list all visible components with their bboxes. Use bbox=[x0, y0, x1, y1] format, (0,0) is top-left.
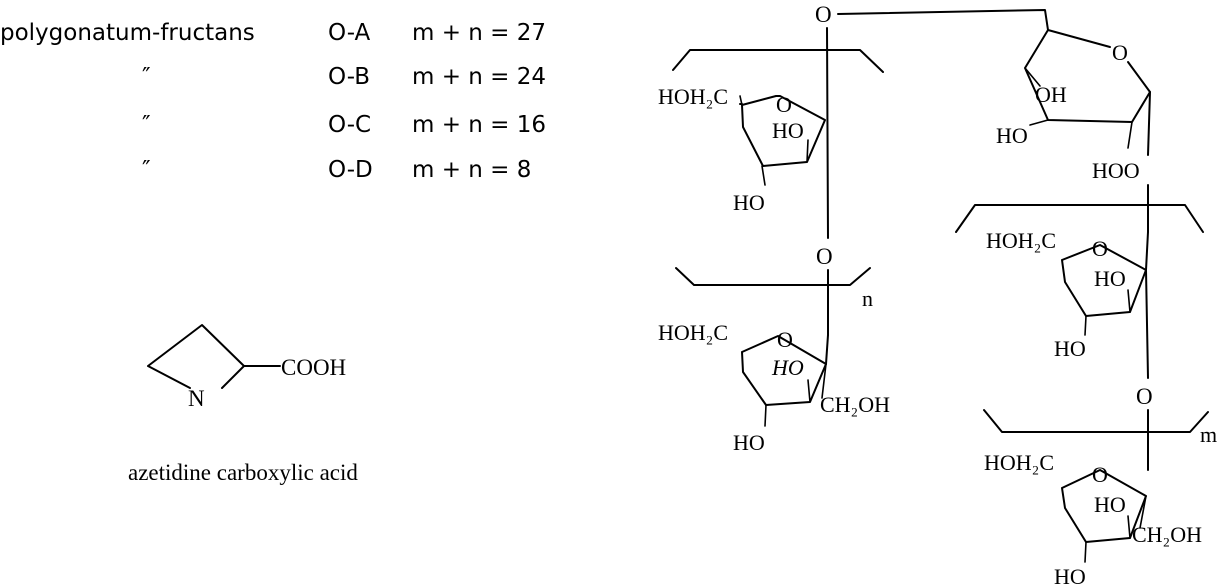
repeat-count-n: n bbox=[862, 286, 873, 311]
row-code: O-D bbox=[328, 157, 373, 183]
backbone-bond bbox=[1145, 231, 1149, 271]
backbone-bond bbox=[826, 27, 829, 239]
table-row: polygonatum-fructans O-A m + n = 27 bbox=[0, 20, 546, 46]
repeat-bracket bbox=[672, 49, 884, 73]
fructan-table: polygonatum-fructans O-A m + n = 27 ″ O-… bbox=[0, 20, 546, 183]
repeat-bracket bbox=[955, 204, 1204, 233]
hydroxyl-bond bbox=[1084, 541, 1087, 563]
hydroxymethyl-bond bbox=[739, 95, 743, 106]
hydroxyl-label: HO bbox=[1054, 564, 1086, 587]
row-formula: m + n = 27 bbox=[412, 20, 546, 46]
hydroxymethyl-label: CH₂OH bbox=[1132, 522, 1202, 547]
hydroxyl-label: HO bbox=[1094, 492, 1126, 517]
table-row: ″ O-D m + n = 8 bbox=[142, 157, 531, 183]
row-name: polygonatum-fructans bbox=[0, 20, 255, 46]
hydroxyl-label: HO bbox=[996, 123, 1028, 148]
hydroxyl-label: HO bbox=[1094, 266, 1126, 291]
hydroxyl-bond bbox=[1127, 121, 1133, 149]
hydroxyl-bond bbox=[1127, 515, 1131, 539]
row-code: O-B bbox=[328, 64, 370, 90]
hydroxymethyl-label: HOH₂C bbox=[658, 320, 728, 345]
hydroxyl-bond bbox=[1084, 315, 1087, 336]
hydroxyl-bond bbox=[807, 379, 811, 403]
ring-oxygen: O bbox=[1092, 236, 1108, 261]
hydroxyl-bond bbox=[1029, 119, 1049, 126]
ring-oxygen: O bbox=[1092, 462, 1108, 487]
oxygen-atom: O bbox=[816, 244, 833, 269]
hydroxymethyl-label: HOH₂C bbox=[984, 450, 1054, 475]
hydroxymethyl-label: HOH₂C bbox=[658, 84, 728, 109]
ditto-mark: ″ bbox=[142, 64, 151, 90]
hydroxymethyl-label: CH₂OH bbox=[820, 392, 890, 417]
furanose-ring bbox=[741, 95, 826, 167]
ring-oxygen: O bbox=[1112, 40, 1128, 65]
hydroxyl-bond bbox=[761, 165, 766, 186]
table-row: ″ O-C m + n = 16 bbox=[142, 112, 546, 138]
oxygen-atom: O bbox=[815, 2, 832, 27]
row-formula: m + n = 16 bbox=[412, 112, 546, 138]
carboxyl-group: COOH bbox=[281, 355, 346, 380]
repeat-count-m: m bbox=[1200, 422, 1217, 447]
fructan-structure: O O HOH₂C HO HO O n O HOH₂C HO CH₂OH HO bbox=[658, 2, 1217, 587]
backbone-bond bbox=[1145, 269, 1149, 379]
hydroxymethyl-label: HOH₂C bbox=[986, 228, 1056, 253]
pyranose-ring bbox=[1024, 29, 1151, 123]
hydroxyl-oxygen-label: HOO bbox=[1092, 158, 1140, 183]
azetidine-structure: N COOH azetidine carboxylic acid bbox=[128, 324, 358, 485]
hydroxyl-label: HO bbox=[733, 190, 765, 215]
oxygen-atom: O bbox=[1136, 384, 1153, 409]
hydroxyl-label: OH bbox=[1035, 82, 1067, 107]
azetidine-ring-bonds bbox=[147, 324, 245, 389]
row-formula: m + n = 24 bbox=[412, 64, 546, 90]
nitrogen-atom: N bbox=[188, 386, 205, 411]
glycosidic-bond bbox=[837, 9, 1049, 31]
hydroxymethyl-bond bbox=[1139, 495, 1147, 529]
hydroxyl-label: HO bbox=[733, 430, 765, 455]
row-formula: m + n = 8 bbox=[412, 157, 531, 183]
hydroxyl-label: HO bbox=[771, 355, 804, 380]
hydroxyl-bond bbox=[764, 404, 767, 427]
hydroxyl-label: HO bbox=[1054, 336, 1086, 361]
row-code: O-A bbox=[328, 20, 371, 46]
ditto-mark: ″ bbox=[142, 112, 151, 138]
azetidine-caption: azetidine carboxylic acid bbox=[128, 460, 358, 485]
hydroxyl-label: HO bbox=[772, 118, 804, 143]
repeat-bracket bbox=[983, 409, 1209, 433]
ring-oxygen: O bbox=[776, 92, 792, 117]
pyranose-ring bbox=[1047, 29, 1111, 48]
backbone-bond bbox=[825, 334, 829, 365]
ring-oxygen: O bbox=[777, 327, 793, 352]
hydroxymethyl-bond bbox=[821, 363, 827, 399]
glycosidic-bond bbox=[1147, 91, 1151, 156]
row-code: O-C bbox=[328, 112, 371, 138]
repeat-bracket bbox=[675, 267, 871, 286]
ditto-mark: ″ bbox=[142, 157, 151, 183]
table-row: ″ O-B m + n = 24 bbox=[142, 64, 546, 90]
hydroxyl-bond bbox=[806, 139, 809, 163]
hydroxyl-bond bbox=[1127, 289, 1131, 313]
hydroxyl-bond bbox=[1024, 67, 1041, 87]
